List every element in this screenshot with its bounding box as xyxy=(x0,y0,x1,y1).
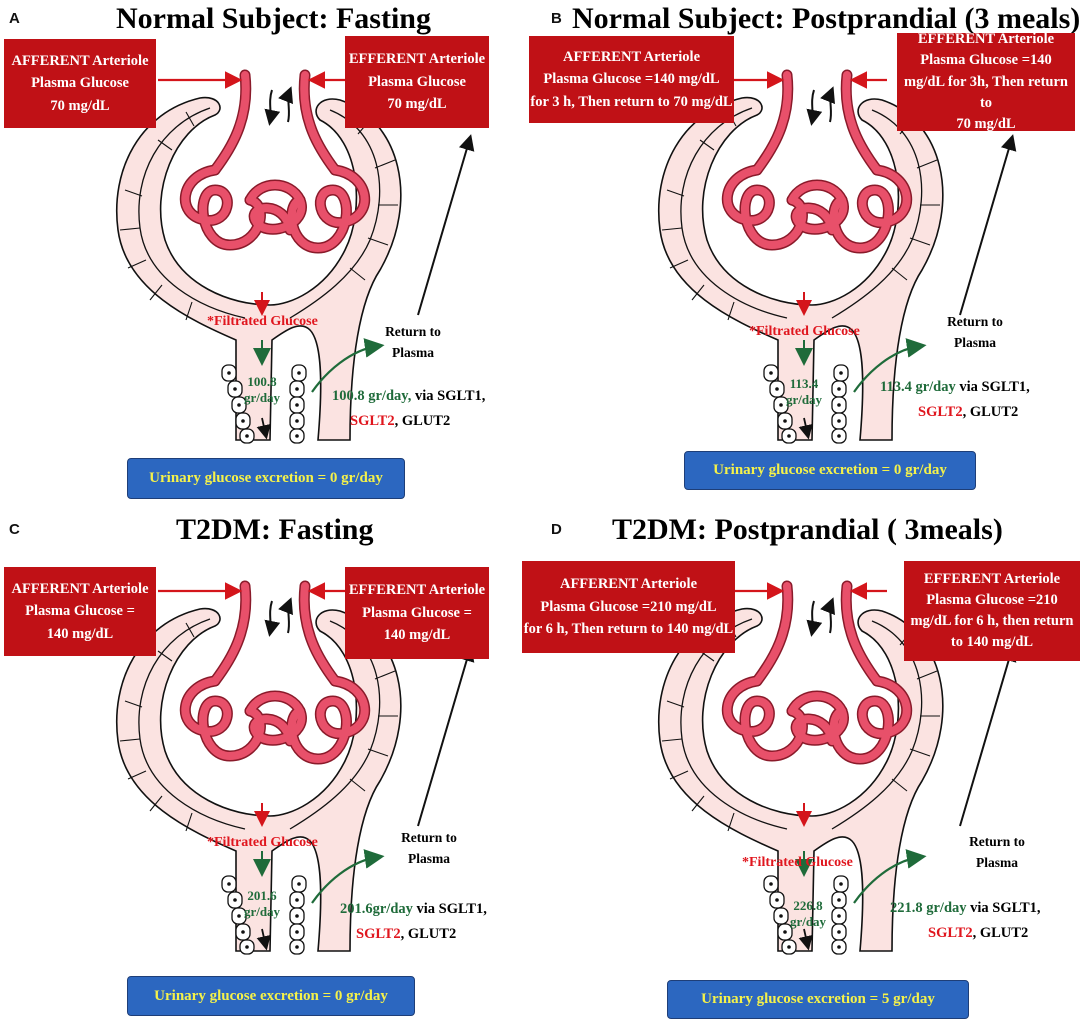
panel-title: Normal Subject: Postprandial (3 meals) xyxy=(572,2,1081,35)
panel-letter: D xyxy=(551,521,562,538)
efferent-label: EFFERENT Arteriole xyxy=(348,582,486,599)
filtrated-glucose-label: *Filtrated Glucose xyxy=(207,835,318,850)
efferent-label: EFFERENT Arteriole xyxy=(917,31,1055,48)
reabsorption-text: 100.8 gr/day, via SGLT1, SGLT2, GLUT2 xyxy=(332,388,486,429)
efferent-arteriole-box: EFFERENT Arteriole Plasma Glucose 70 mg/… xyxy=(345,36,489,128)
panel-letter: B xyxy=(551,10,562,27)
reabsorption-text: 113.4 gr/day via SGLT1, SGLT2, GLUT2 xyxy=(880,379,1030,420)
efferent-line-3: mg/dL for 6 h, then return xyxy=(910,613,1074,629)
afferent-label: AFFERENT Arteriole xyxy=(559,576,698,593)
afferent-line-2: Plasma Glucose = xyxy=(25,603,135,620)
efferent-line-4: 70 mg/dL xyxy=(956,115,1016,132)
afferent-label: AFFERENT Arteriole xyxy=(11,580,149,597)
efferent-line-2: Plasma Glucose = xyxy=(362,604,472,621)
panel-title: T2DM: Fasting xyxy=(176,513,374,546)
efferent-line-2: Plasma Glucose xyxy=(368,73,466,90)
afferent-arteriole-box: AFFERENT Arteriole Plasma Glucose = 140 … xyxy=(4,567,156,656)
afferent-line-2: Plasma Glucose =140 mg/dL xyxy=(543,71,720,88)
panel-title: T2DM: Postprandial ( 3meals) xyxy=(612,513,1003,546)
efferent-line-2: Plasma Glucose =210 xyxy=(926,591,1058,608)
efferent-line-2: Plasma Glucose =140 xyxy=(920,52,1052,69)
afferent-line-2: Plasma Glucose xyxy=(31,75,129,92)
panel-a: A Normal Subject: Fasting AFFERENT Arter… xyxy=(0,0,542,510)
urinary-excretion-box: Urinary glucose excretion = 0 gr/day xyxy=(127,976,415,1016)
panel-letter: C xyxy=(9,521,20,538)
filtrated-glucose-label: *Filtrated Glucose xyxy=(742,855,853,870)
reabsorption-text: 201.6gr/day via SGLT1, SGLT2, GLUT2 xyxy=(340,901,487,942)
afferent-line-3: 140 mg/dL xyxy=(46,625,114,642)
efferent-line-3: 140 mg/dL xyxy=(383,627,451,644)
urinary-excretion-box: Urinary glucose excretion = 5 gr/day xyxy=(667,980,969,1019)
panel-d: D T2DM: Postprandial ( 3meals) AFFERENT … xyxy=(522,511,1084,1021)
afferent-label: AFFERENT Arteriole xyxy=(11,52,149,69)
afferent-label: AFFERENT Arteriole xyxy=(562,48,701,65)
panel-title: Normal Subject: Fasting xyxy=(116,2,431,35)
panel-letter: A xyxy=(9,10,20,27)
urinary-excretion-box: Urinary glucose excretion = 0 gr/day xyxy=(684,451,976,490)
efferent-line-3: mg/dL for 3h, Then return to xyxy=(904,73,1068,111)
filtrated-glucose-label: *Filtrated Glucose xyxy=(749,324,860,339)
efferent-arteriole-box: EFFERENT Arteriole Plasma Glucose =140 m… xyxy=(897,31,1075,132)
efferent-line-4: to 140 mg/dL xyxy=(950,634,1034,651)
afferent-line-3: for 3 h, Then return to 70 mg/dL xyxy=(530,93,733,110)
efferent-label: EFFERENT Arteriole xyxy=(348,51,486,68)
afferent-line-3: 70 mg/dL xyxy=(50,97,110,114)
afferent-line-2: Plasma Glucose =210 mg/dL xyxy=(540,598,717,615)
afferent-arteriole-box: AFFERENT Arteriole Plasma Glucose 70 mg/… xyxy=(4,39,156,128)
afferent-arteriole-box: AFFERENT Arteriole Plasma Glucose =140 m… xyxy=(529,36,734,123)
reabsorption-text: 221.8 gr/day via SGLT1, SGLT2, GLUT2 xyxy=(890,900,1041,941)
urinary-excretion-box: Urinary glucose excretion = 0 gr/day xyxy=(127,458,405,499)
efferent-arteriole-box: EFFERENT Arteriole Plasma Glucose = 140 … xyxy=(345,567,489,659)
efferent-line-3: 70 mg/dL xyxy=(387,96,447,113)
panel-b: B Normal Subject: Postprandial (3 meals)… xyxy=(529,0,1084,510)
efferent-arteriole-box: EFFERENT Arteriole Plasma Glucose =210 m… xyxy=(904,561,1080,661)
afferent-arteriole-box: AFFERENT Arteriole Plasma Glucose =210 m… xyxy=(522,561,735,653)
afferent-line-3: for 6 h, Then return to 140 mg/dL xyxy=(523,621,734,638)
efferent-label: EFFERENT Arteriole xyxy=(923,570,1061,587)
filtrated-glucose-label: *Filtrated Glucose xyxy=(207,314,318,329)
panel-c: C T2DM: Fasting AFFERENT Arteriole Plasm… xyxy=(0,511,542,1021)
